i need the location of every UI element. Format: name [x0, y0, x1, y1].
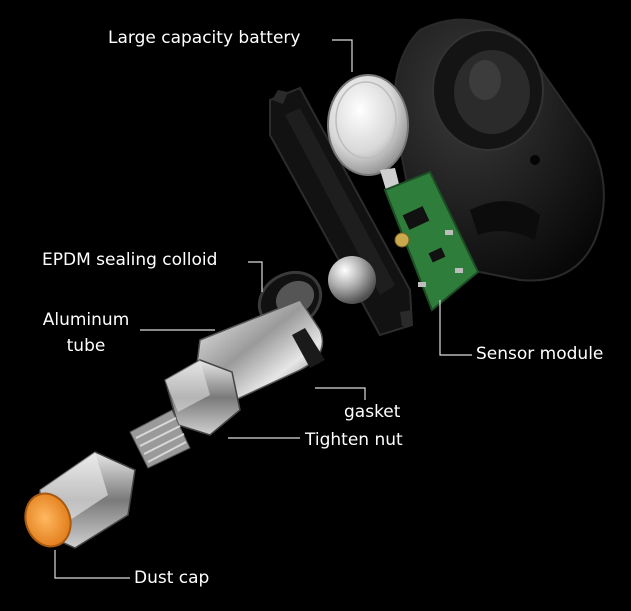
- coin-battery: [327, 74, 409, 190]
- leader-battery: [332, 39, 353, 72]
- leader-dustcap: [54, 550, 130, 579]
- dust-cap: [24, 451, 136, 549]
- label-gasket: gasket: [344, 402, 401, 422]
- leader-lines: [54, 39, 472, 579]
- leader-gasket: [315, 387, 366, 400]
- sensor-frame: [269, 86, 414, 337]
- label-dustcap: Dust cap: [134, 568, 210, 588]
- label-battery: Large capacity battery: [108, 28, 301, 48]
- label-aluminum: Aluminum tube: [36, 310, 136, 356]
- label-sensor: Sensor module: [476, 344, 604, 364]
- leader-sealing: [248, 261, 263, 292]
- label-sealing: EPDM sealing colloid: [42, 250, 218, 270]
- label-nut: Tighten nut: [305, 430, 403, 450]
- pcb-sensor-module: [383, 170, 480, 312]
- label-aluminum-line2: tube: [66, 336, 106, 356]
- valve-stem: [129, 256, 376, 469]
- label-aluminum-line1: Aluminum: [42, 310, 130, 330]
- leader-sensor: [439, 300, 472, 356]
